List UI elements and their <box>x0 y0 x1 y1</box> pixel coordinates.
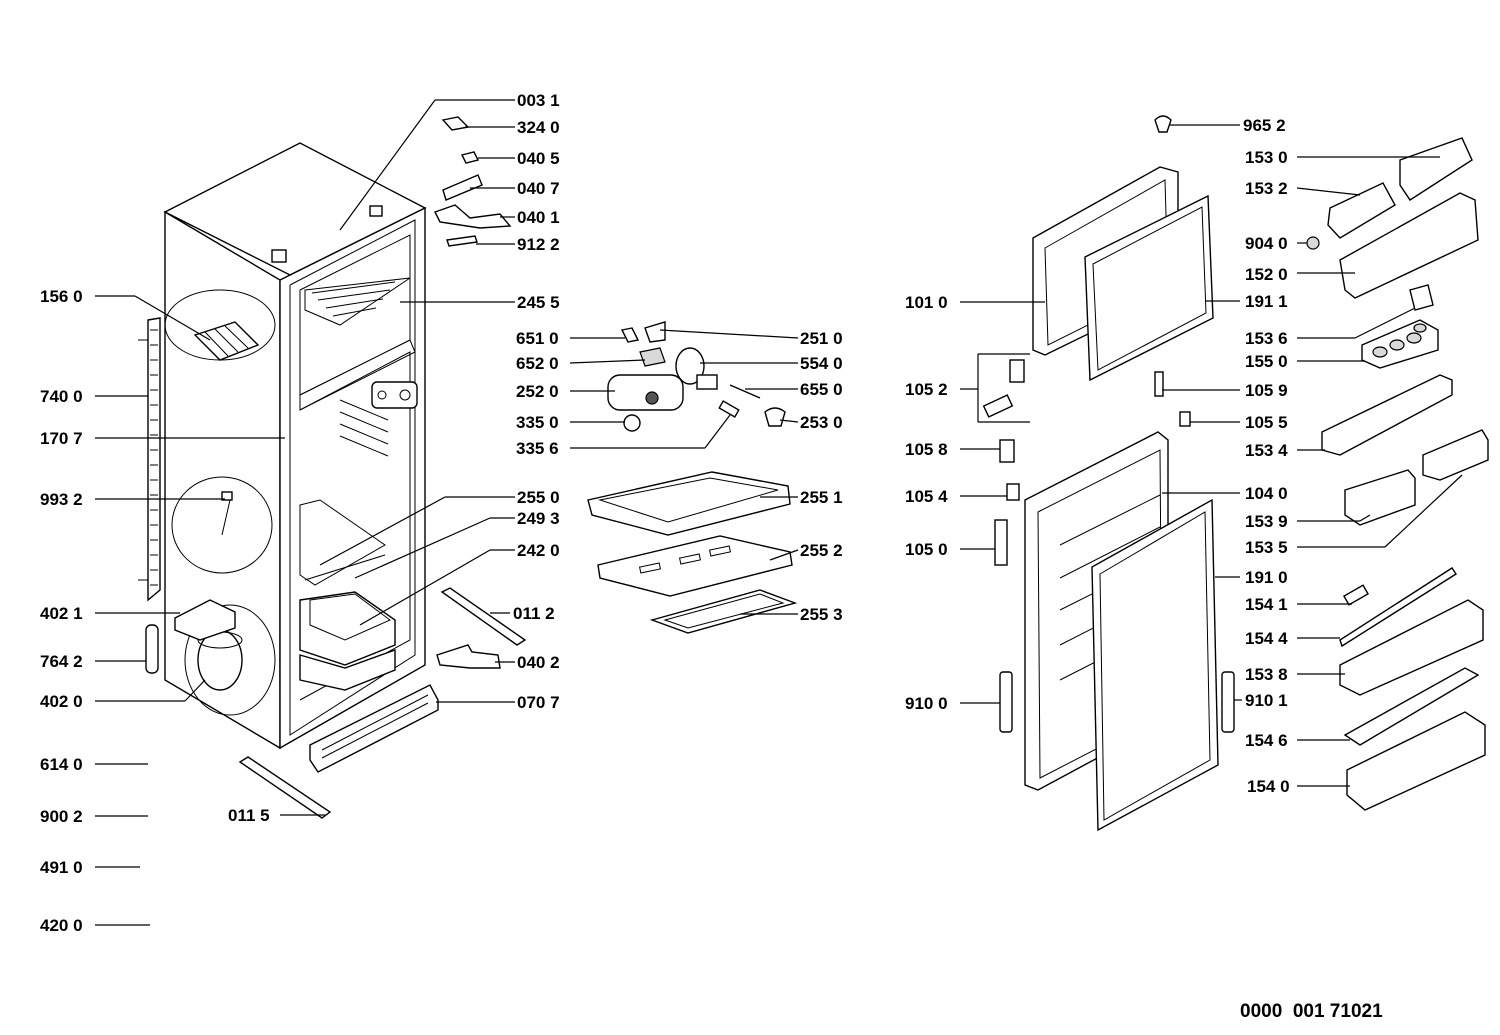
label-2510: 251 0 <box>800 329 843 348</box>
label-2552: 255 2 <box>800 541 843 560</box>
label-1544: 154 4 <box>1245 629 1288 648</box>
label-9100: 910 0 <box>905 694 948 713</box>
label-1534: 153 4 <box>1245 441 1288 460</box>
label-4910: 491 0 <box>40 858 83 877</box>
label-1538: 153 8 <box>1245 665 1288 684</box>
label-1541: 154 1 <box>1245 595 1288 614</box>
label-3356: 335 6 <box>516 439 559 458</box>
label-4021: 402 1 <box>40 604 83 623</box>
cabinet-drawing <box>138 116 527 819</box>
label-1540: 154 0 <box>1247 777 1290 796</box>
label-1010: 101 0 <box>905 293 948 312</box>
label-1520: 152 0 <box>1245 265 1288 284</box>
label-0112: 011 2 <box>513 604 555 623</box>
label-9002: 900 2 <box>40 807 83 826</box>
label-2520: 252 0 <box>516 382 559 401</box>
label-9040: 904 0 <box>1245 234 1288 253</box>
label-2530: 253 0 <box>800 413 843 432</box>
label-1532: 153 2 <box>1245 179 1288 198</box>
leader-lines <box>95 99 1463 926</box>
label-1050: 105 0 <box>905 540 948 559</box>
label-6510: 651 0 <box>516 329 559 348</box>
label-1910: 191 0 <box>1245 568 1288 587</box>
label-0031: 003 1 <box>517 91 560 110</box>
label-9122: 912 2 <box>517 235 560 254</box>
label-2420: 242 0 <box>517 541 560 560</box>
label-1539: 153 9 <box>1245 512 1288 531</box>
label-1059: 105 9 <box>1245 381 1288 400</box>
label-1911: 191 1 <box>1245 292 1288 311</box>
label-1546: 154 6 <box>1245 731 1288 750</box>
lamp-assembly-drawing <box>587 321 798 634</box>
label-1560: 156 0 <box>40 287 83 306</box>
label-1052: 105 2 <box>905 380 948 399</box>
label-2493: 249 3 <box>517 509 560 528</box>
label-0405: 040 5 <box>517 149 560 168</box>
label-0707: 070 7 <box>517 693 560 712</box>
label-9652: 965 2 <box>1243 116 1286 135</box>
label-1055: 105 5 <box>1245 413 1288 432</box>
label-9101: 910 1 <box>1245 691 1288 710</box>
label-1058: 105 8 <box>905 440 948 459</box>
label-0401: 040 1 <box>517 208 560 227</box>
drawing-code: 0000 001 71021 <box>1240 1001 1383 1022</box>
label-1550: 155 0 <box>1245 352 1288 371</box>
label-6520: 652 0 <box>516 354 559 373</box>
label-3350: 335 0 <box>516 413 559 432</box>
label-7642: 764 2 <box>40 652 83 671</box>
label-0407: 040 7 <box>517 179 560 198</box>
label-1530: 153 0 <box>1245 148 1288 167</box>
label-7400: 740 0 <box>40 387 83 406</box>
label-5540: 554 0 <box>800 354 843 373</box>
label-1536: 153 6 <box>1245 329 1288 348</box>
label-1535: 153 5 <box>1245 538 1288 557</box>
doors-drawing <box>982 115 1489 832</box>
label-6550: 655 0 <box>800 380 843 399</box>
label-0115: 011 5 <box>228 806 270 825</box>
label-4020: 402 0 <box>40 692 83 711</box>
label-2550: 255 0 <box>517 488 560 507</box>
label-2455: 245 5 <box>517 293 560 312</box>
label-2553: 255 3 <box>800 605 843 624</box>
label-0402: 040 2 <box>517 653 560 672</box>
label-6140: 614 0 <box>40 755 83 774</box>
part-labels: 003 1 324 0 040 5 040 7 040 1 912 2 156 … <box>40 91 1383 1022</box>
label-1054: 105 4 <box>905 487 948 506</box>
label-1707: 170 7 <box>40 429 83 448</box>
label-9932: 993 2 <box>40 490 83 509</box>
label-3240: 324 0 <box>517 118 560 137</box>
label-2551: 255 1 <box>800 488 843 507</box>
label-4200: 420 0 <box>40 916 83 935</box>
label-1040: 104 0 <box>1245 484 1288 503</box>
